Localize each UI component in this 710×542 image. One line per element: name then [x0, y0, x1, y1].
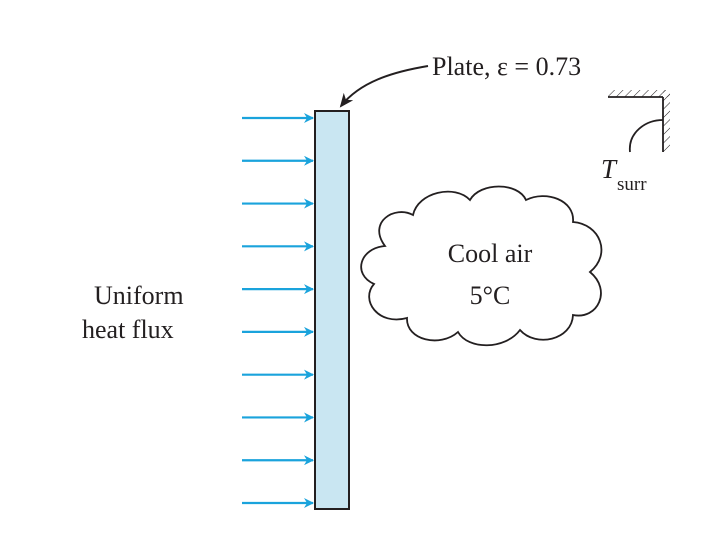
heat-flux-label-line1: Uniform [94, 281, 184, 310]
heat-flux-label-line2: heat flux [82, 315, 174, 344]
surroundings-corner [608, 90, 670, 153]
plate-label: Plate, ε = 0.73 [432, 52, 581, 81]
cool-air-cloud [360, 185, 603, 347]
plate-leader-arrow [339, 65, 429, 108]
heat-flux-arrows [242, 113, 314, 508]
cool-air-label: Cool air [448, 239, 533, 268]
surroundings-temperature-symbol: T [601, 154, 618, 184]
air-temperature-label: 5°C [470, 281, 511, 310]
surroundings-temperature-subscript: surr [617, 174, 647, 195]
plate [314, 110, 350, 510]
